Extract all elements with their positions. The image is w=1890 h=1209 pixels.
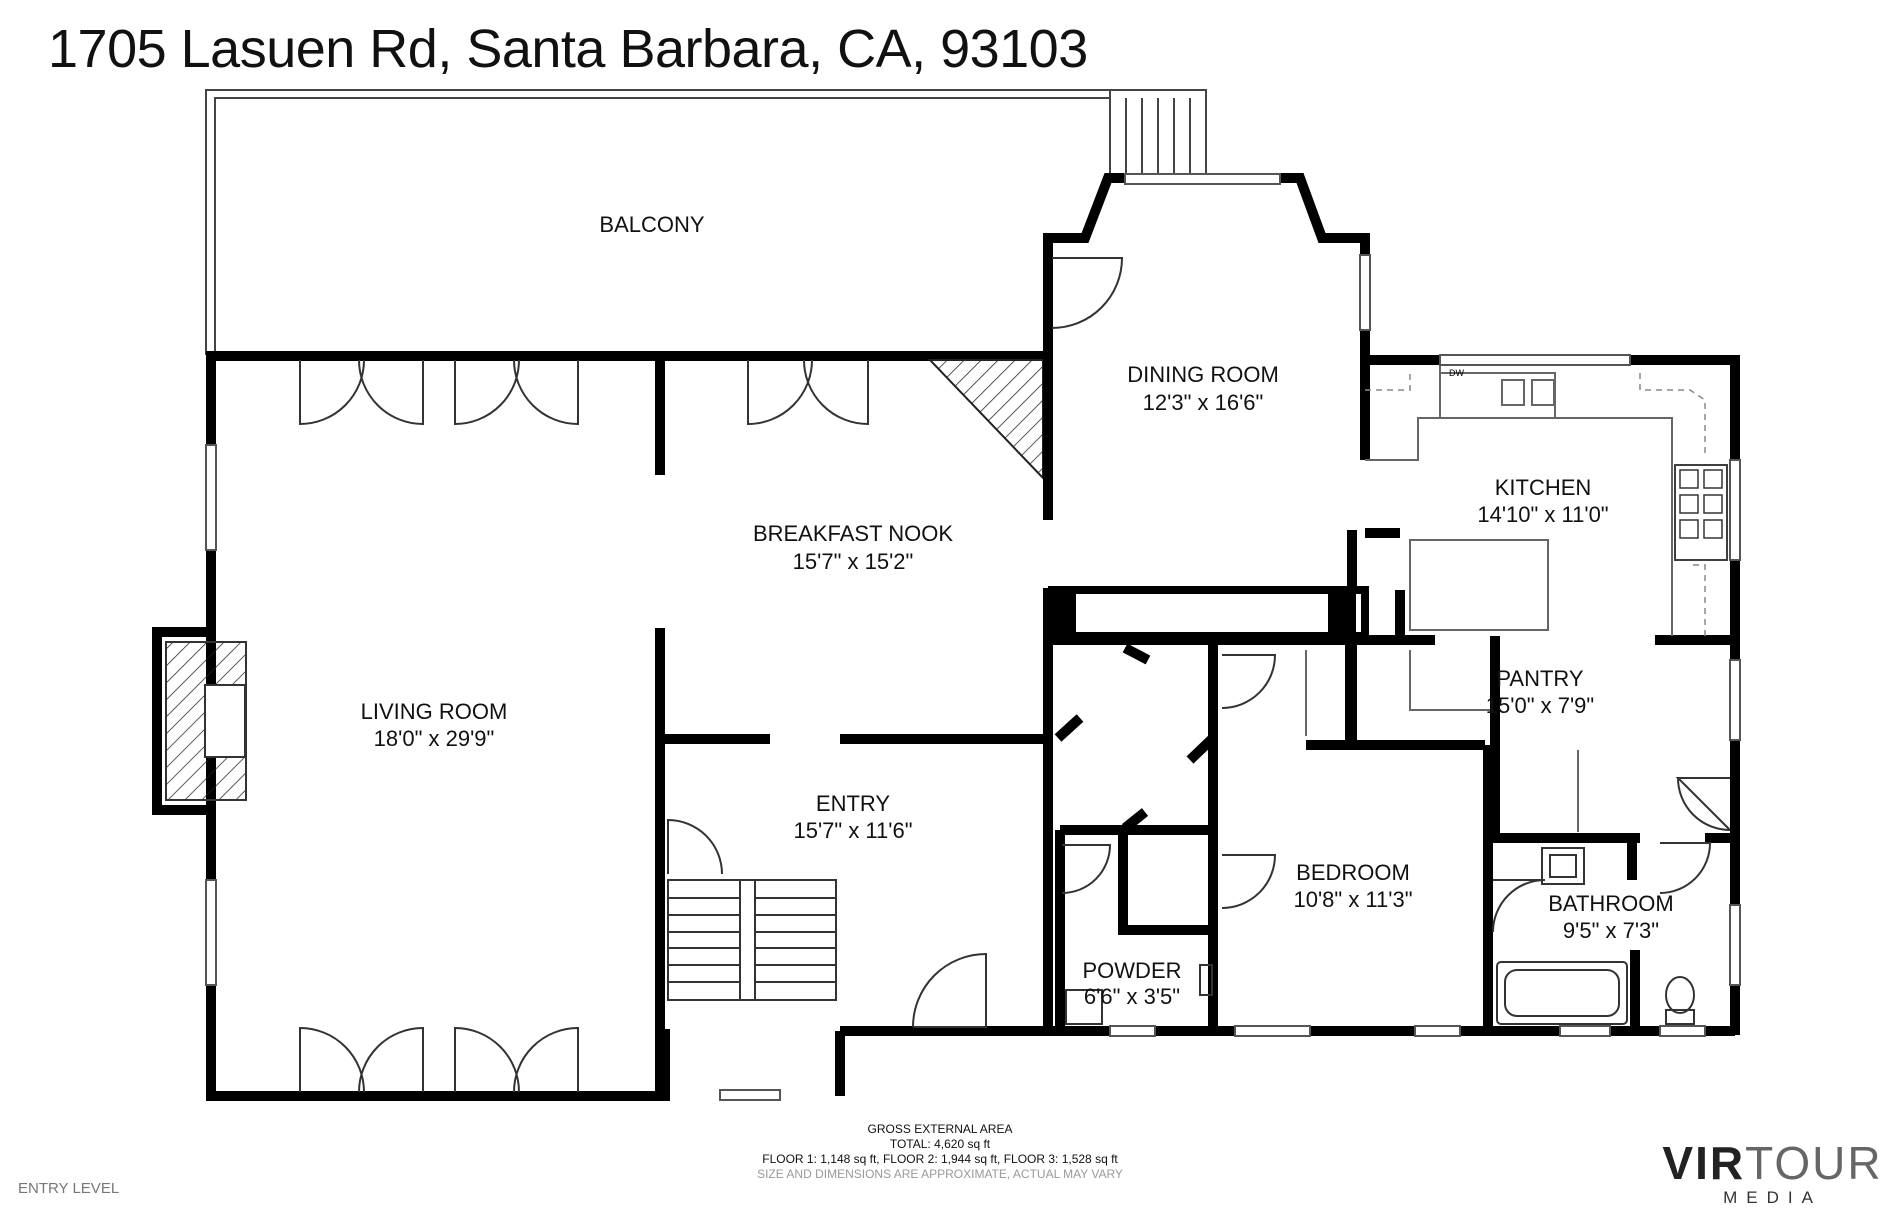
area-heading: GROSS EXTERNAL AREA — [867, 1122, 1013, 1136]
room-label-powder: POWDER — [1083, 958, 1182, 983]
nook-stair-hatch — [927, 359, 1044, 481]
brand-name-rest: TOUR — [1745, 1137, 1883, 1189]
area-floors: FLOOR 1: 1,148 sq ft, FLOOR 2: 1,944 sq … — [762, 1152, 1118, 1166]
pantry-shelves — [1305, 650, 1579, 832]
property-address: 1705 Lasuen Rd, Santa Barbara, CA, 93103 — [48, 19, 1088, 79]
room-label-balcony: BALCONY — [599, 212, 704, 237]
room-label-nook: BREAKFAST NOOK — [753, 521, 953, 546]
room-dims-bathroom: 9'5" x 7'3" — [1563, 918, 1659, 943]
fireplace-hearth — [204, 684, 246, 758]
door-swings — [299, 257, 1731, 1093]
powder-sink — [1065, 964, 1213, 1025]
room-label-bedroom: BEDROOM — [1296, 860, 1410, 885]
area-summary: GROSS EXTERNAL AREA TOTAL: 4,620 sq ft F… — [600, 1122, 1280, 1182]
room-label-dining: DINING ROOM — [1127, 362, 1279, 387]
room-label-living: LIVING ROOM — [361, 699, 508, 724]
windows — [205, 173, 1741, 1101]
room-dims-powder: 6'6" x 3'5" — [1084, 984, 1180, 1009]
area-disclaimer: SIZE AND DIMENSIONS ARE APPROXIMATE, ACT… — [757, 1167, 1123, 1181]
room-dims-living: 18'0" x 29'9" — [374, 726, 495, 751]
bathroom-fixtures — [1496, 847, 1695, 1025]
room-dims-nook: 15'7" x 15'2" — [793, 549, 914, 574]
entry-staircase — [667, 879, 837, 1001]
room-dims-entry: 15'7" x 11'6" — [793, 818, 912, 843]
level-label: ENTRY LEVEL — [18, 1180, 120, 1197]
brand-name-bold: VIR — [1662, 1137, 1746, 1189]
brand-logo: VIRTOUR MEDIA — [1660, 1140, 1885, 1208]
room-dims-dining: 12'3" x 16'6" — [1143, 390, 1264, 415]
dishwasher-label: DW — [1449, 368, 1464, 378]
brand-sub: MEDIA — [1723, 1188, 1822, 1207]
kitchen-island — [1051, 586, 1369, 640]
room-dims-bedroom: 10'8" x 11'3" — [1293, 887, 1412, 912]
room-label-pantry: PANTRY — [1496, 666, 1584, 691]
room-label-kitchen: KITCHEN — [1495, 475, 1592, 500]
cooktop — [1674, 464, 1728, 561]
room-dims-kitchen: 14'10" x 11'0" — [1477, 502, 1608, 527]
balcony-outline — [205, 89, 1207, 355]
area-total: TOTAL: 4,620 sq ft — [889, 1137, 991, 1151]
balcony-stairs — [1109, 89, 1207, 179]
room-label-entry: ENTRY — [816, 791, 890, 816]
room-label-bathroom: BATHROOM — [1548, 891, 1673, 916]
room-dims-pantry: 15'0" x 7'9" — [1486, 693, 1594, 718]
